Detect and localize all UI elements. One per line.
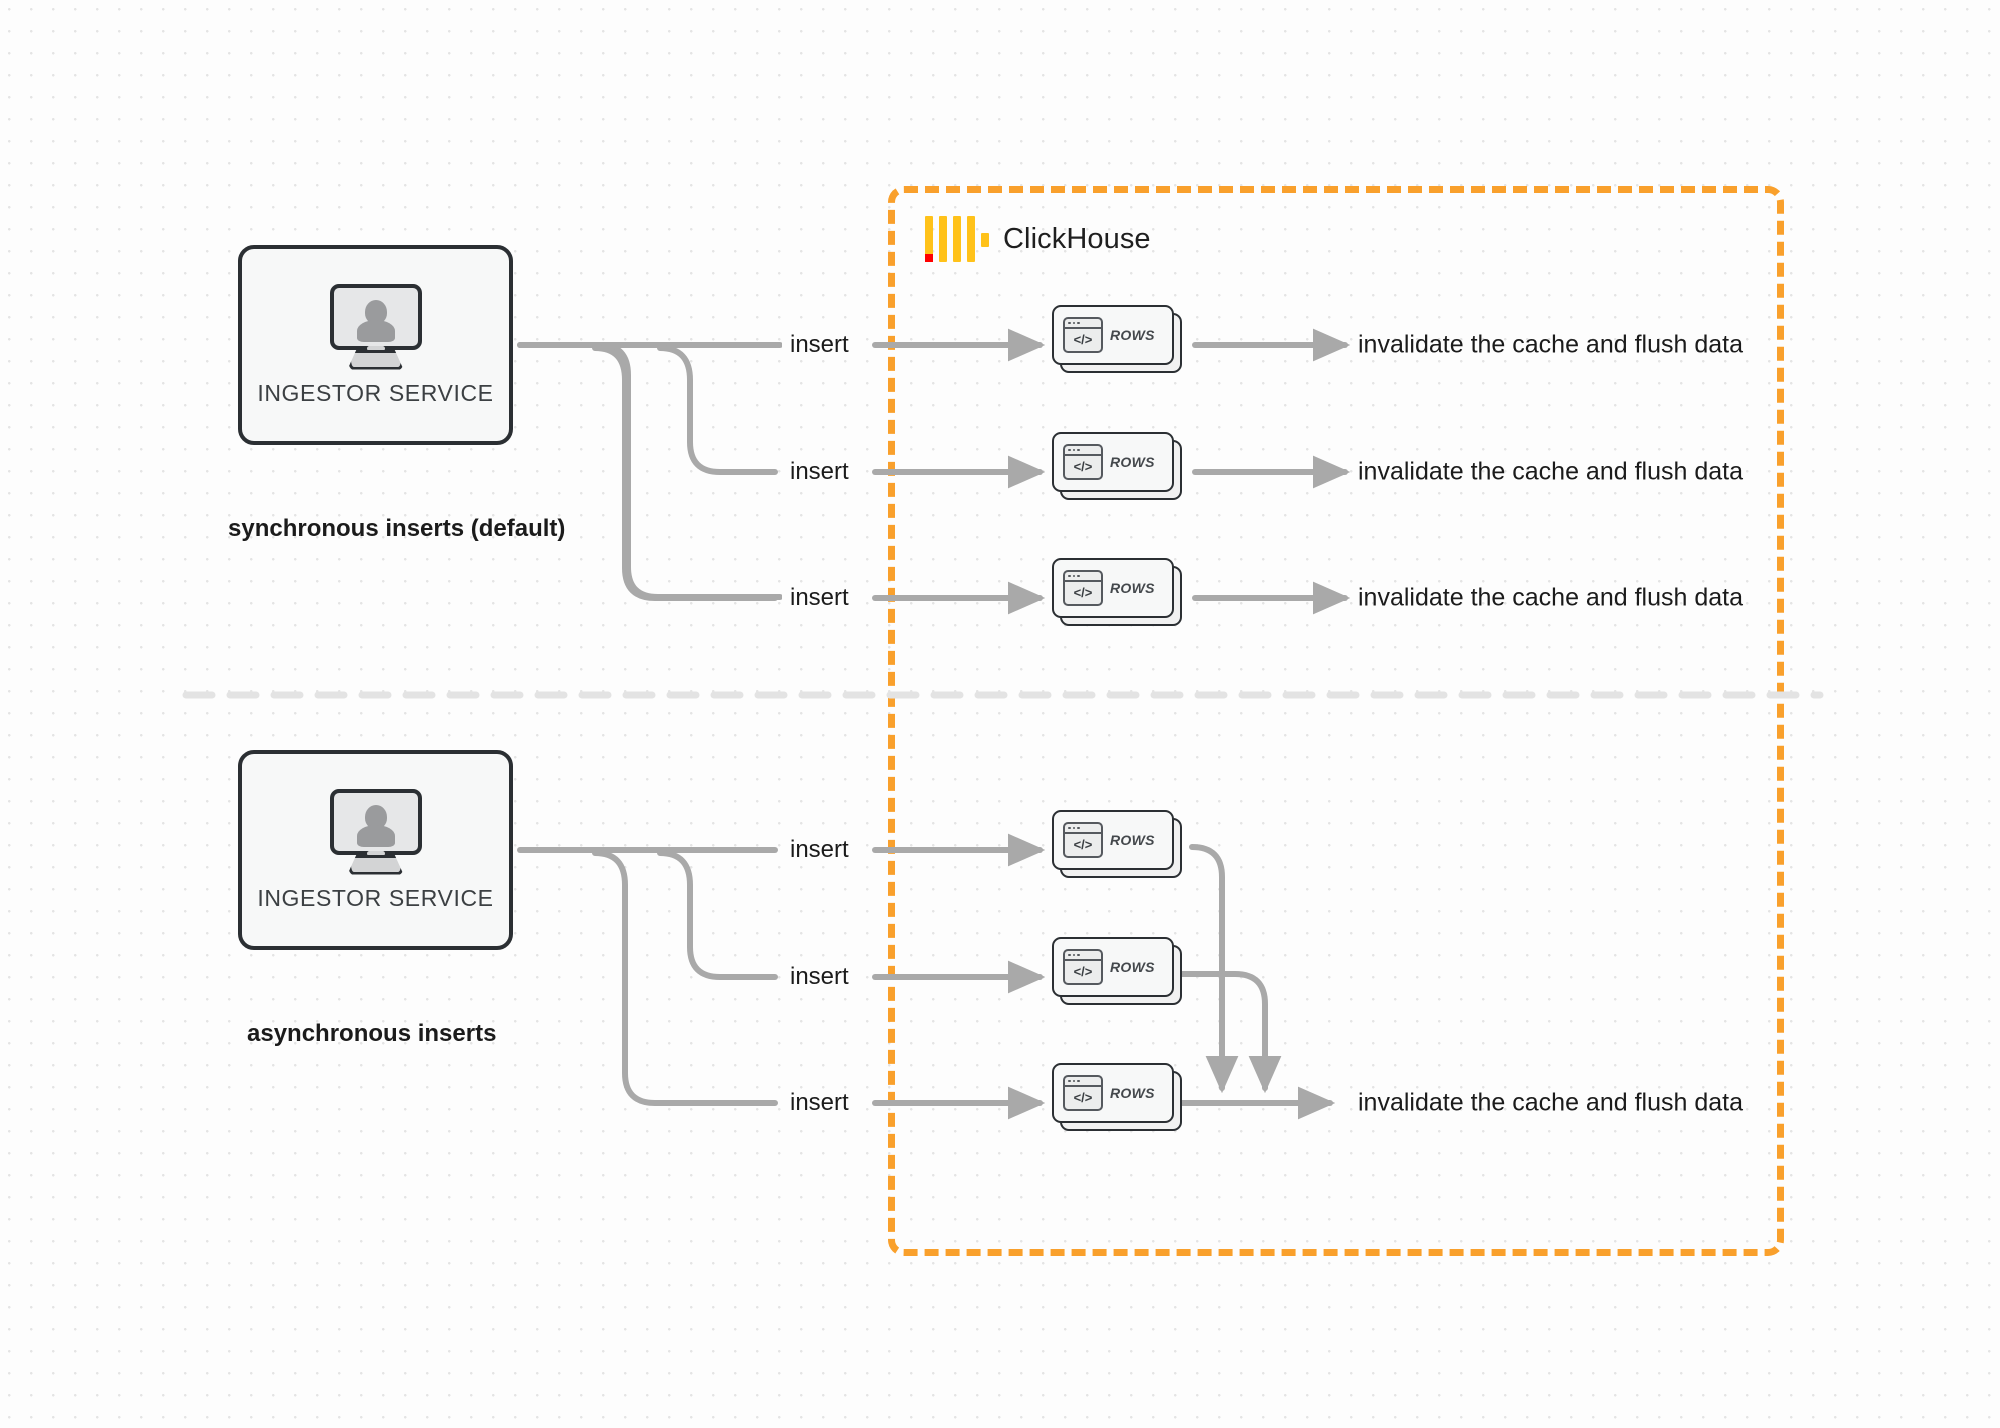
sync-rows-card-1[interactable]: </> ROWS — [1052, 305, 1182, 373]
sync-branch-mid-helper — [655, 345, 780, 470]
sync-rows-card-label-3: ROWS — [1110, 580, 1155, 596]
code-window-icon: </> — [1063, 444, 1103, 480]
async-insert-label-1: insert — [782, 836, 857, 864]
sync-result-label-3: invalidate the cache and flush data — [1358, 583, 1743, 612]
sync-insert-label-1: insert — [782, 331, 857, 359]
clickhouse-boundary — [888, 186, 1784, 1256]
async-rows-card-3[interactable]: </> ROWS — [1052, 1063, 1182, 1131]
sync-edge-branch-2 — [597, 342, 783, 600]
async-rows-card-1[interactable]: </> ROWS — [1052, 810, 1182, 878]
code-window-icon: </> — [1063, 570, 1103, 606]
clickhouse-header: ClickHouse — [925, 216, 1151, 262]
code-glyph: </> — [1073, 459, 1093, 474]
sync-rows-card-label-1: ROWS — [1110, 327, 1155, 343]
async-line-row3 — [592, 850, 778, 1106]
code-glyph: </> — [1073, 585, 1093, 600]
async-rows-card-2[interactable]: </> ROWS — [1052, 937, 1182, 1005]
async-section-caption: asynchronous inserts — [247, 1020, 497, 1047]
sync-edge-branch-3 — [668, 345, 780, 500]
code-glyph: </> — [1073, 1090, 1093, 1105]
async-rows-card-label-2: ROWS — [1110, 959, 1155, 975]
monitor-user-icon — [328, 283, 424, 370]
clickhouse-logo — [925, 216, 989, 262]
code-window-icon: </> — [1063, 949, 1103, 985]
sync-ingestor-service-label: INGESTOR SERVICE — [257, 379, 494, 406]
async-merged-result-label: invalidate the cache and flush data — [1358, 1088, 1743, 1117]
sync-result-label-1: invalidate the cache and flush data — [1358, 330, 1743, 359]
async-ingestor-service-node[interactable]: INGESTOR SERVICE — [238, 750, 513, 950]
sync-insert-label-2: insert — [782, 458, 857, 486]
clickhouse-title: ClickHouse — [1003, 222, 1151, 255]
code-window-icon: </> — [1063, 1075, 1103, 1111]
code-glyph: </> — [1073, 332, 1093, 347]
sync-ingestor-service-node[interactable]: INGESTOR SERVICE — [238, 245, 513, 445]
sync-line-row3 — [592, 345, 778, 601]
code-window-icon: </> — [1063, 317, 1103, 353]
monitor-user-icon — [328, 788, 424, 875]
sync-section-caption: synchronous inserts (default) — [228, 515, 566, 542]
async-rows-card-label-1: ROWS — [1110, 832, 1155, 848]
async-rows-card-label-3: ROWS — [1110, 1085, 1155, 1101]
code-glyph: </> — [1073, 964, 1093, 979]
async-ingestor-service-label: INGESTOR SERVICE — [257, 884, 494, 911]
sync-rows-card-3[interactable]: </> ROWS — [1052, 558, 1182, 626]
sync-line-row2 — [657, 345, 778, 475]
async-insert-label-2: insert — [782, 963, 857, 991]
sync-rows-card-label-2: ROWS — [1110, 454, 1155, 470]
code-window-icon: </> — [1063, 822, 1103, 858]
sync-insert-label-3: insert — [782, 584, 857, 612]
sync-rows-card-2[interactable]: </> ROWS — [1052, 432, 1182, 500]
async-line-row2 — [657, 850, 778, 980]
code-glyph: </> — [1073, 837, 1093, 852]
sync-result-label-2: invalidate the cache and flush data — [1358, 457, 1743, 486]
async-insert-label-3: insert — [782, 1089, 857, 1117]
